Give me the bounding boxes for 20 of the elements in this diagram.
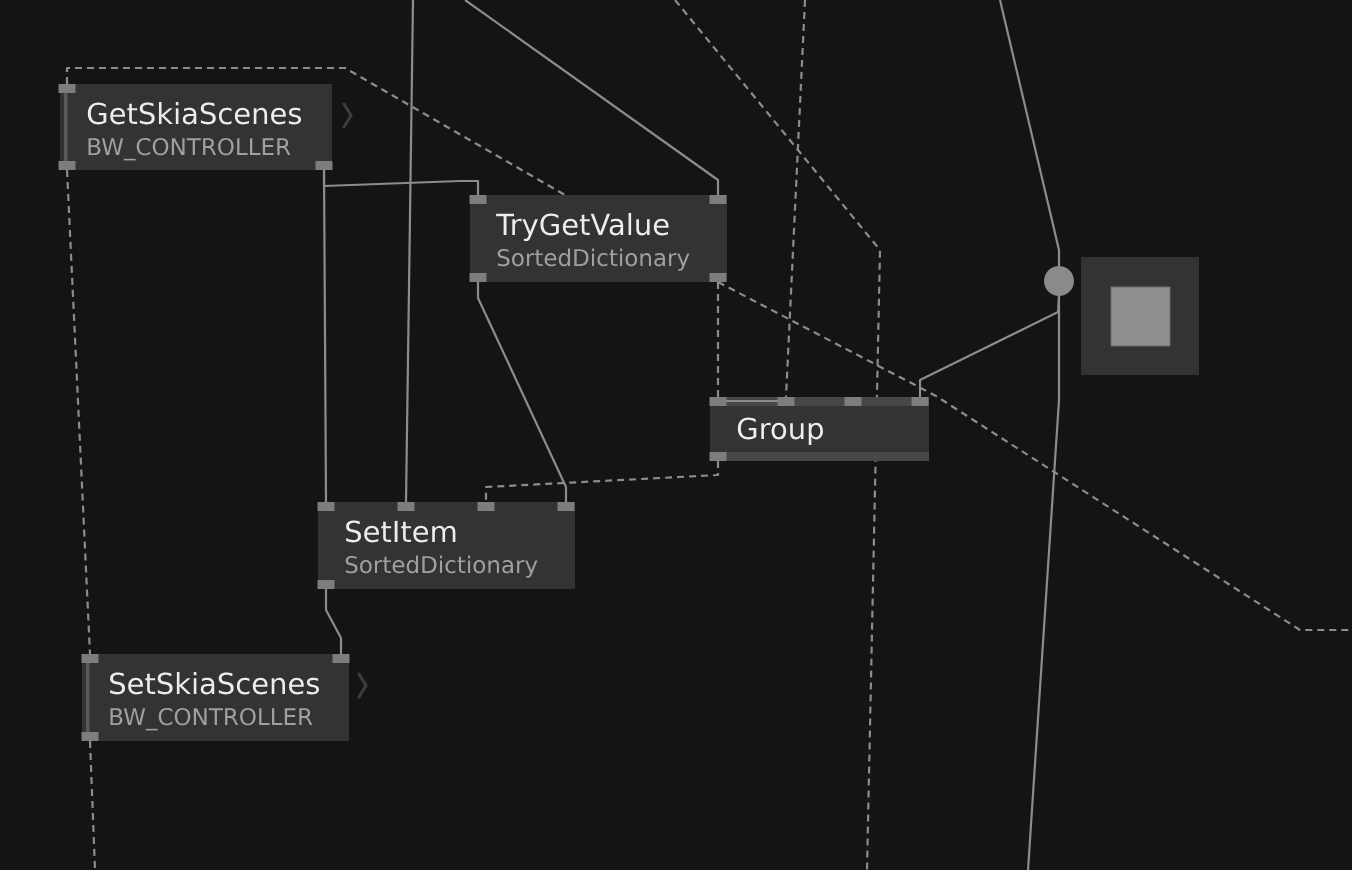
link-line: [464, 0, 720, 195]
junction-dot: [1044, 266, 1074, 296]
node-box: Group: [710, 397, 929, 461]
node-box: SetItem SortedDictionary: [318, 502, 575, 589]
link-line: [65, 66, 566, 196]
link-line: [322, 170, 480, 195]
link-line: [716, 282, 720, 397]
link-line: [404, 0, 415, 502]
node-box: GetSkiaScenes BW_CONTROLLER: [60, 84, 332, 170]
link-line: [784, 0, 807, 398]
link-line: [324, 589, 343, 654]
link-line: [65, 169, 92, 655]
link-line: [484, 461, 720, 502]
link-line: [88, 740, 97, 870]
link-line: [998, 0, 1061, 266]
link-line: [1026, 296, 1061, 870]
toggle-box: [1081, 257, 1199, 375]
node-box: SetSkiaScenes BW_CONTROLLER: [82, 654, 349, 741]
node-box: TryGetValue SortedDictionary: [470, 195, 727, 282]
link-line: [476, 282, 568, 502]
